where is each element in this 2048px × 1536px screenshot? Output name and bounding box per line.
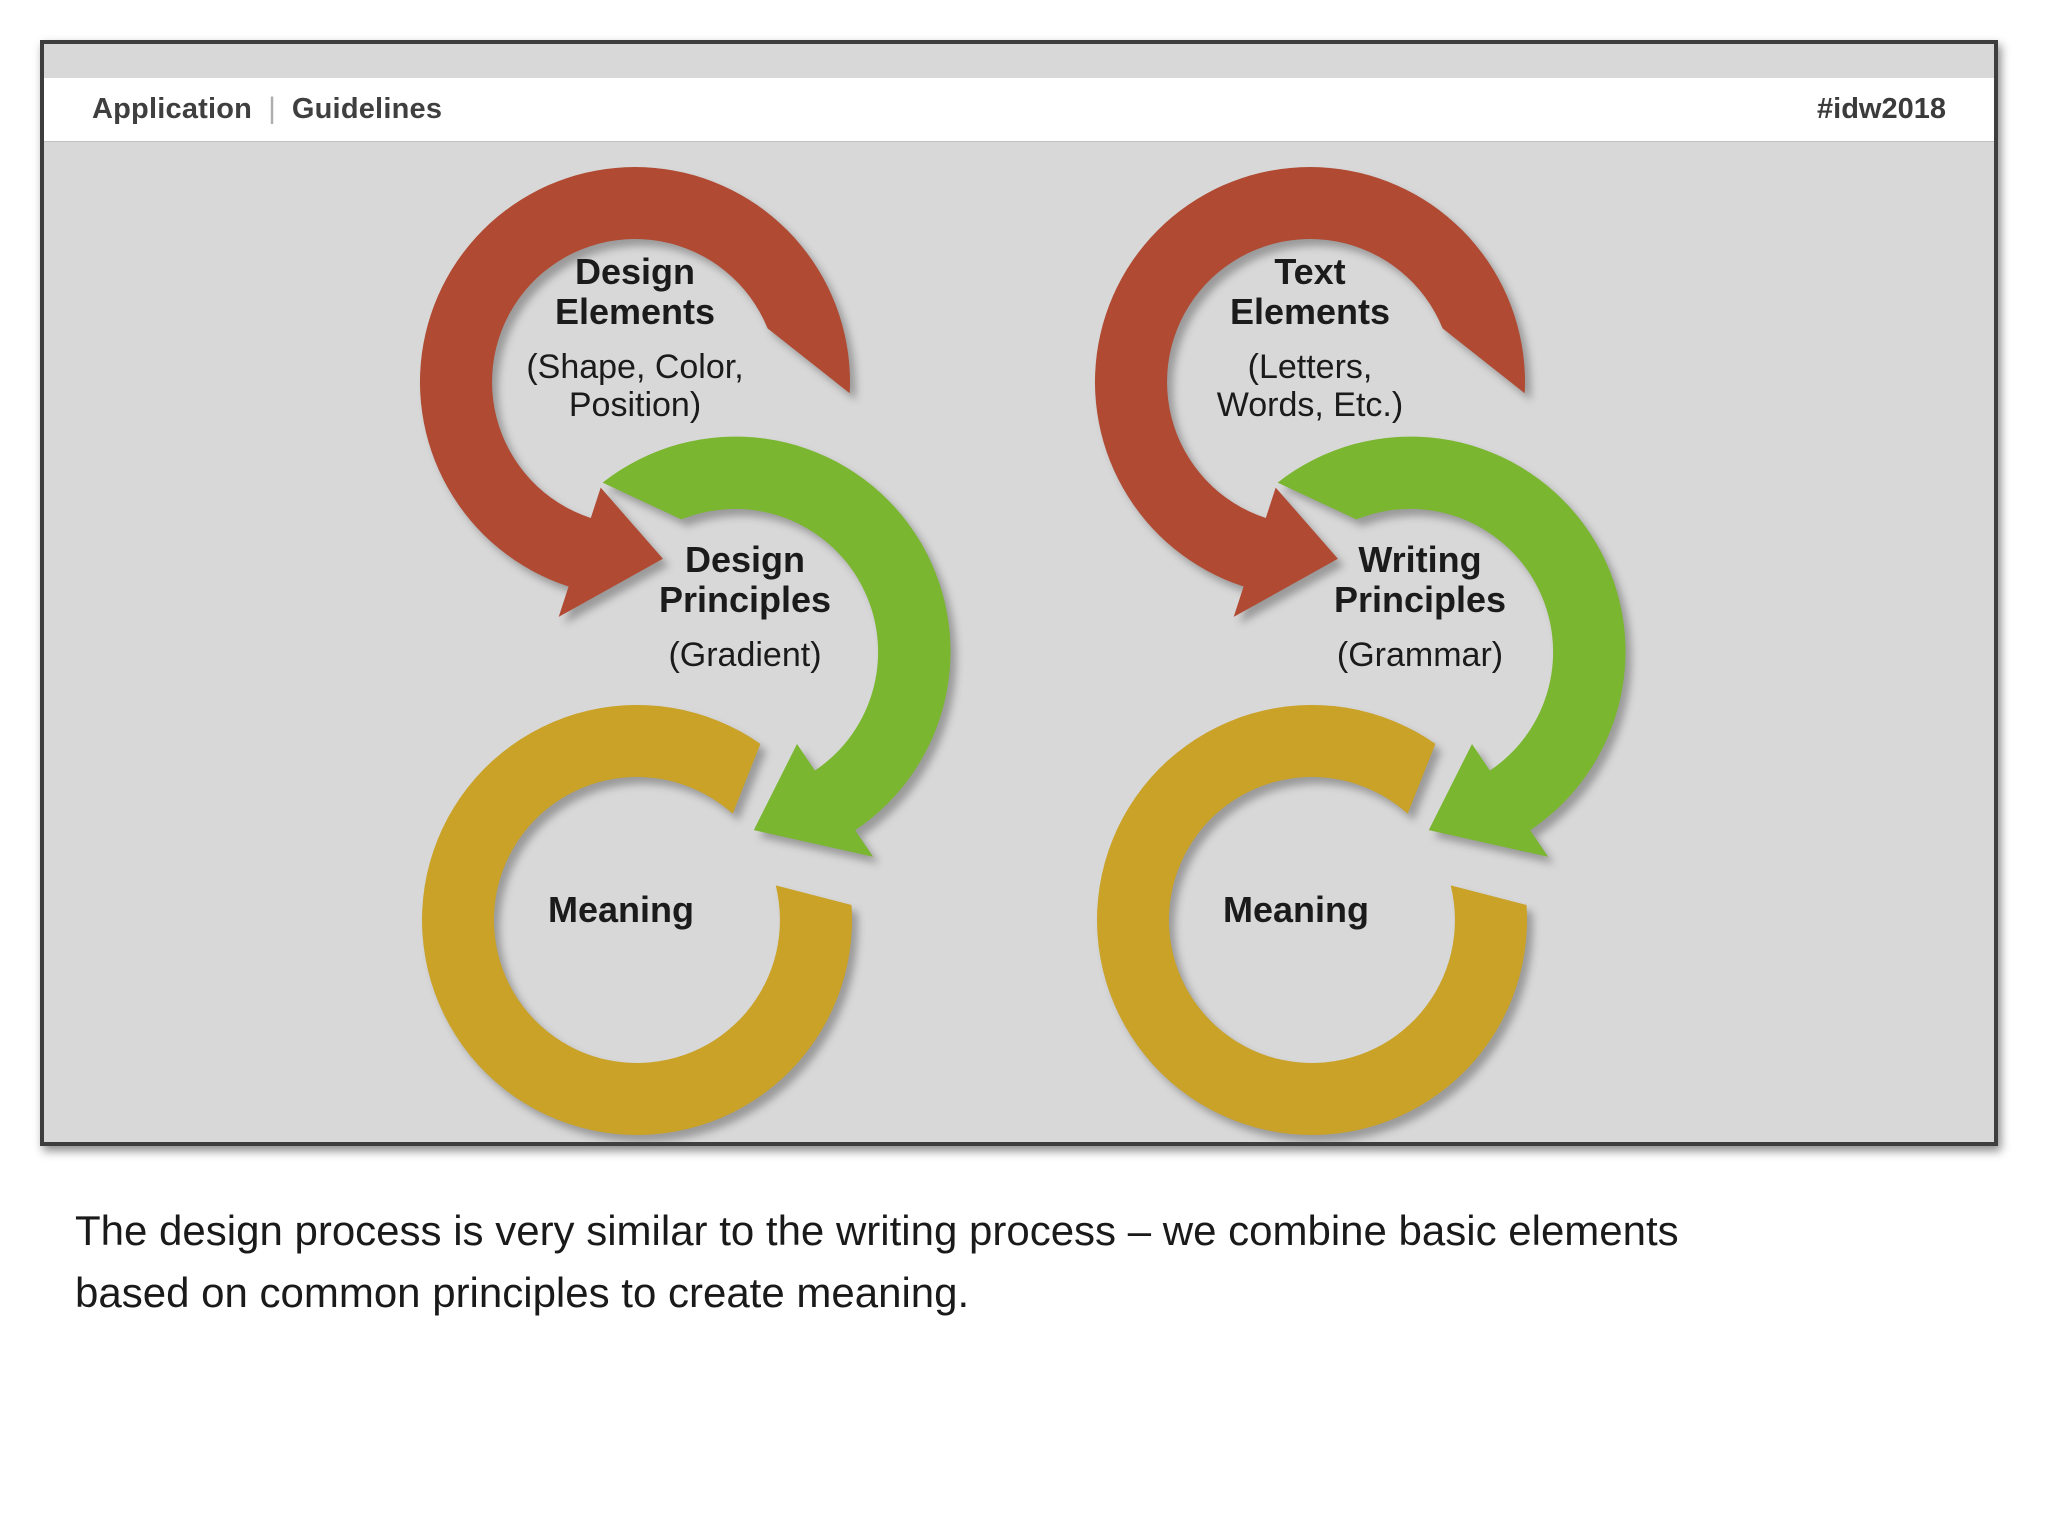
step-title-line: Text <box>1274 251 1345 292</box>
meaning-ring <box>422 704 853 1135</box>
meaning-step: Meaning <box>422 704 853 1135</box>
caption-text: The design process is very similar to th… <box>75 1200 1925 1324</box>
step-title-line: Elements <box>555 291 715 332</box>
writing-principles-arc-arrow <box>1277 436 1626 857</box>
step-subtitle-line: (Shape, Color, <box>526 348 743 386</box>
design-elements-arc-arrow <box>419 167 850 617</box>
meaning-step: Meaning <box>1097 704 1528 1135</box>
design-process-diagram: Design Elements (Shape, Color, Position)… <box>419 167 951 1135</box>
meaning-ring <box>1097 704 1528 1135</box>
breadcrumb-section: Application <box>92 93 253 125</box>
text-elements-arc-arrow <box>1094 167 1525 617</box>
caption-line-2: based on common principles to create mea… <box>75 1269 970 1316</box>
caption-line-1: The design process is very similar to th… <box>75 1207 1679 1254</box>
step-title-line: Principles <box>659 579 831 620</box>
step-title-line: Elements <box>1230 291 1390 332</box>
writing-principles-step: Writing Principles (Grammar) <box>1277 436 1626 857</box>
step-subtitle-line: Words, Etc.) <box>1217 386 1403 424</box>
step-subtitle-line: (Gradient) <box>668 636 821 674</box>
writing-process-diagram: Text Elements (Letters, Words, Etc.) Wri… <box>1094 167 1626 1135</box>
hashtag-label: #idw2018 <box>1817 93 1946 125</box>
design-principles-arc-arrow <box>602 436 951 857</box>
step-subtitle-line: (Letters, <box>1248 348 1373 386</box>
step-title-line: Design <box>575 251 695 292</box>
step-title-line: Principles <box>1334 579 1506 620</box>
design-principles-step: Design Principles (Gradient) <box>602 436 951 857</box>
text-elements-step: Text Elements (Letters, Words, Etc.) <box>1094 167 1525 617</box>
design-elements-step: Design Elements (Shape, Color, Position) <box>419 167 850 617</box>
step-title-line: Writing <box>1358 539 1481 580</box>
step-title-line: Meaning <box>1223 889 1369 930</box>
breadcrumb-page: Guidelines <box>291 93 443 125</box>
step-title-line: Meaning <box>548 889 694 930</box>
breadcrumb: Application | Guidelines <box>92 91 443 127</box>
step-subtitle-line: (Grammar) <box>1337 636 1503 674</box>
step-subtitle-line: Position) <box>569 386 701 424</box>
slide-top-strip <box>44 44 1994 78</box>
slide-header: Application | Guidelines #idw2018 <box>44 78 1994 142</box>
step-title-line: Design <box>685 539 805 580</box>
breadcrumb-divider: | <box>268 91 276 125</box>
slide: Application | Guidelines #idw2018 Design… <box>40 40 1998 1146</box>
slide-content: Design Elements (Shape, Color, Position)… <box>44 142 1994 1142</box>
